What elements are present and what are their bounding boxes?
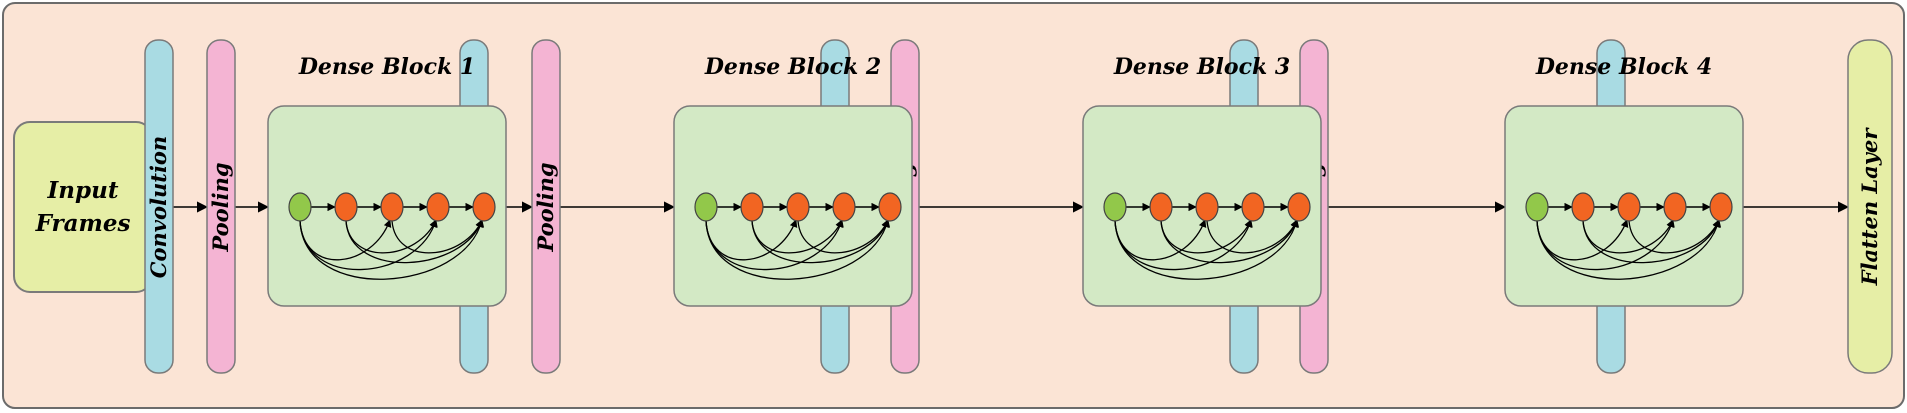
dense-skip-connection — [1160, 219, 1252, 254]
pooling-layer-2-label: Pooling — [533, 162, 558, 252]
convolution-layer-1: Convolution — [144, 39, 174, 374]
dense-skip-connection — [345, 219, 437, 254]
dense-block-1: Dense Block 1 — [267, 54, 507, 307]
dense-layer-node — [472, 192, 496, 222]
flatten-layer: Flatten Layer — [1847, 39, 1893, 374]
layer-stack: ConvolutionConvolutionConvolutionConvolu… — [144, 39, 1893, 374]
dense-block-title: Dense Block 1 — [298, 54, 475, 80]
dense-skip-connection — [751, 219, 890, 264]
dense-layer-node — [426, 192, 450, 222]
dense-layer-node — [1241, 192, 1265, 222]
pooling-layer-1-label: Pooling — [208, 162, 233, 252]
block-input-node — [1525, 192, 1549, 222]
dense-layer-node — [878, 192, 902, 222]
input-frames-label-line1: Input — [47, 177, 119, 204]
dense-skip-connection — [345, 219, 484, 264]
dense-layer-node — [1617, 192, 1641, 222]
dense-skip-connection — [1582, 219, 1721, 264]
dense-layer-node — [832, 192, 856, 222]
block-input-node — [288, 192, 312, 222]
dense-skip-connection — [1582, 219, 1674, 254]
dense-block-3: Dense Block 3 — [1082, 54, 1322, 307]
dense-block-4: Dense Block 4 — [1504, 54, 1744, 307]
block-input-node — [694, 192, 718, 222]
dense-skip-connection — [1628, 219, 1720, 254]
dense-skip-connection — [751, 219, 843, 254]
dense-layer-node — [380, 192, 404, 222]
dense-layer-node — [1149, 192, 1173, 222]
input-frames-label-line2: Frames — [35, 210, 131, 237]
dense-skip-connection — [299, 219, 485, 280]
dense-layer-node — [334, 192, 358, 222]
dense-skip-connection — [1536, 219, 1722, 280]
dense-block-title: Dense Block 2 — [704, 54, 881, 80]
block-input-node — [1103, 192, 1127, 222]
pooling-layer-1: Pooling — [206, 39, 236, 374]
dense-layer-node — [786, 192, 810, 222]
dense-skip-connection — [1114, 219, 1300, 280]
convolution-layer-1-label: Convolution — [146, 136, 171, 278]
dense-block-title: Dense Block 3 — [1113, 54, 1290, 80]
dense-layer-node — [1287, 192, 1311, 222]
dense-skip-connection — [705, 219, 891, 280]
dense-layer-node — [1571, 192, 1595, 222]
dense-skip-connection — [391, 219, 483, 254]
pooling-layer-2: Pooling — [531, 39, 561, 374]
dense-block-title: Dense Block 4 — [1535, 54, 1712, 80]
dense-layer-node — [740, 192, 764, 222]
dense-layer-node — [1709, 192, 1733, 222]
dense-skip-connection — [797, 219, 889, 254]
dense-skip-connection — [1206, 219, 1298, 254]
dense-block-2: Dense Block 2 — [673, 54, 913, 307]
flatten-layer-label: Flatten Layer — [1857, 127, 1882, 287]
dense-skip-connection — [1160, 219, 1299, 264]
dense-layer-node — [1195, 192, 1219, 222]
dense-layer-node — [1663, 192, 1687, 222]
input-frames-box: Input Frames — [13, 121, 153, 293]
